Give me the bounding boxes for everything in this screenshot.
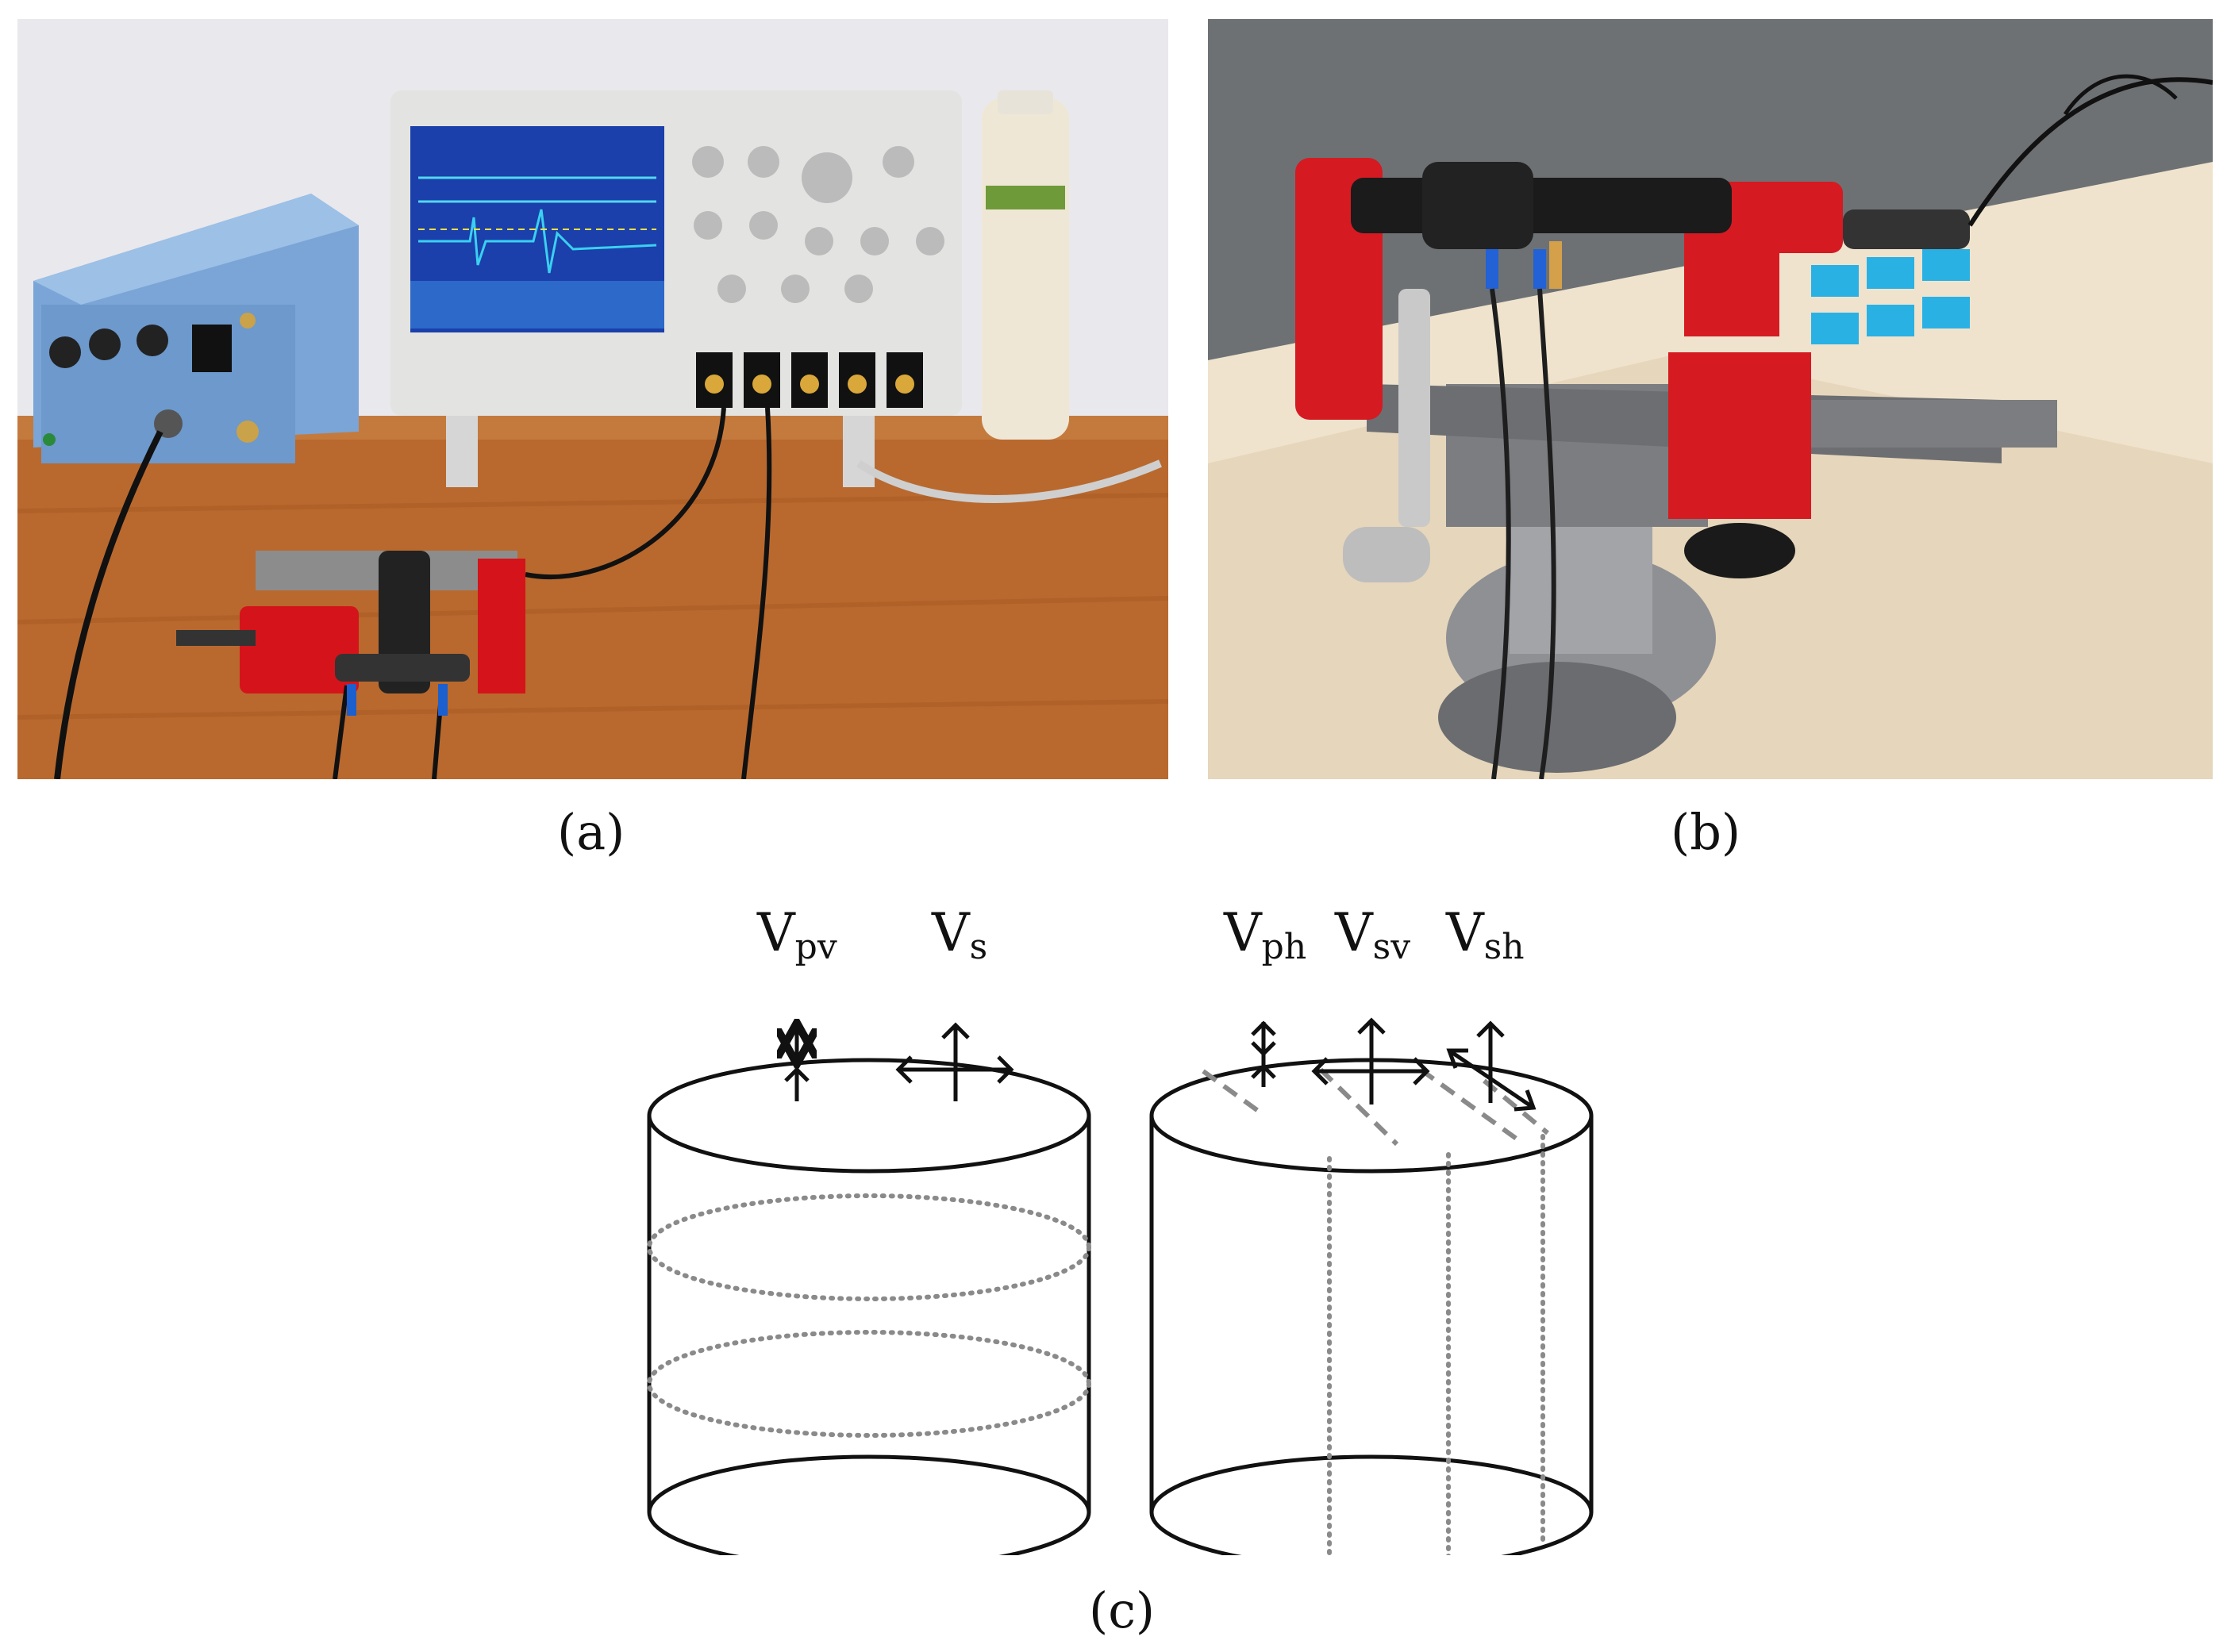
panel-label-c: (c) [1089, 1581, 1156, 1639]
vph-arrow [1251, 1020, 1276, 1087]
photo-b-illustration [1208, 19, 2213, 779]
photo-measurement-setup [17, 19, 1168, 779]
sample-holder [176, 551, 525, 779]
velocity-direction-diagram: Vpv Vs [647, 902, 1594, 1555]
label-vsv: Vsv [1334, 902, 1410, 967]
red-clamps [1295, 158, 1843, 519]
bedding-traces-side [1327, 1134, 1545, 1555]
label-vs: Vs [931, 902, 987, 967]
vsv-arrow [1311, 1017, 1430, 1105]
right-cylinder: Vph Vsv Vsh [1149, 902, 1594, 1555]
power-strip [1811, 249, 1970, 344]
panel-label-b: (b) [1671, 803, 1741, 861]
bedding-traces-top [1202, 1067, 1549, 1147]
right-cylinder-bottom [1149, 1454, 1594, 1555]
photo-a-illustration [17, 19, 1168, 779]
vs-arrow [895, 1022, 1014, 1101]
left-cylinder-bottom [647, 1454, 1091, 1555]
oscilloscope [390, 90, 962, 487]
pulser-receiver [33, 194, 359, 463]
left-cylinder: Vpv Vs [647, 902, 1091, 1555]
panel-label-a: (a) [557, 803, 625, 861]
transducer-assembly [1351, 162, 1970, 289]
photo-sample-holder-closeup [1208, 19, 2213, 779]
bedding-plane-lower [647, 1330, 1091, 1438]
left-cylinder-top [647, 1058, 1091, 1174]
vpv-arrow [786, 1020, 808, 1101]
label-vsh: Vsh [1445, 902, 1525, 967]
label-vpv: Vpv [756, 902, 837, 967]
label-vph: Vph [1223, 902, 1306, 967]
vsh-arrow [1446, 1020, 1537, 1112]
couplant-bottle [982, 90, 1069, 440]
bedding-plane-upper [647, 1193, 1091, 1301]
